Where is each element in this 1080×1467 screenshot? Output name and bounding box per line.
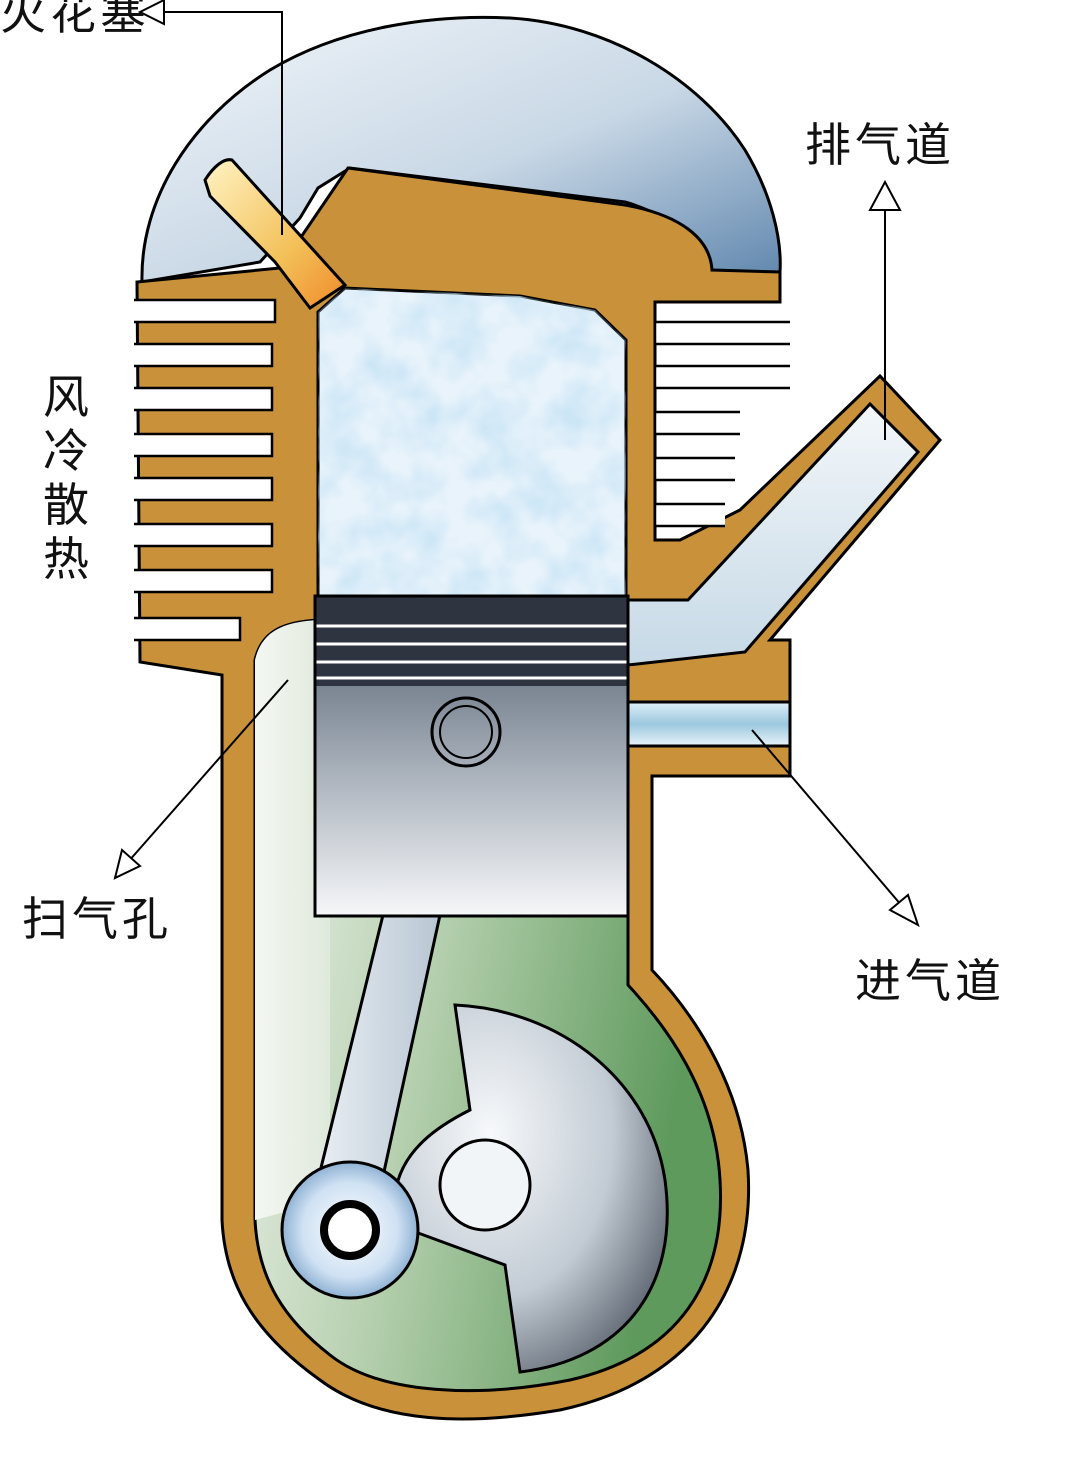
piston (313, 594, 630, 918)
piston-pin (430, 696, 502, 768)
air-cooling-label: 风冷散热 (43, 370, 89, 586)
scavenge-port-label: 扫气孔 (22, 892, 172, 946)
spark-plug-arrowhead (137, 0, 165, 26)
spark-plug-leader (160, 11, 283, 235)
combustion-gas-mottle (318, 288, 626, 598)
intake-port-channel (626, 700, 792, 748)
right-cooling-fins (653, 320, 790, 528)
spark-plug (203, 158, 348, 311)
intake-leader (751, 729, 903, 907)
exhaust-port-label: 排气道 (805, 118, 955, 172)
piston-rings (315, 624, 628, 680)
intake-port-label: 进气道 (855, 954, 1005, 1008)
intake-arrowhead (888, 893, 920, 928)
left-cooling-fins (134, 298, 277, 642)
crankshaft-disc (438, 1138, 532, 1232)
scavenge-leader (127, 679, 289, 863)
scavenge-port-passage (255, 620, 330, 1220)
scavenge-arrowhead (113, 848, 142, 880)
exhaust-arrowhead (868, 179, 902, 211)
crank-pin-inner (320, 1200, 380, 1260)
leader-lines (127, 11, 903, 907)
arrowheads (113, 0, 920, 928)
spark-plug-label: 火花塞 (0, 0, 150, 40)
